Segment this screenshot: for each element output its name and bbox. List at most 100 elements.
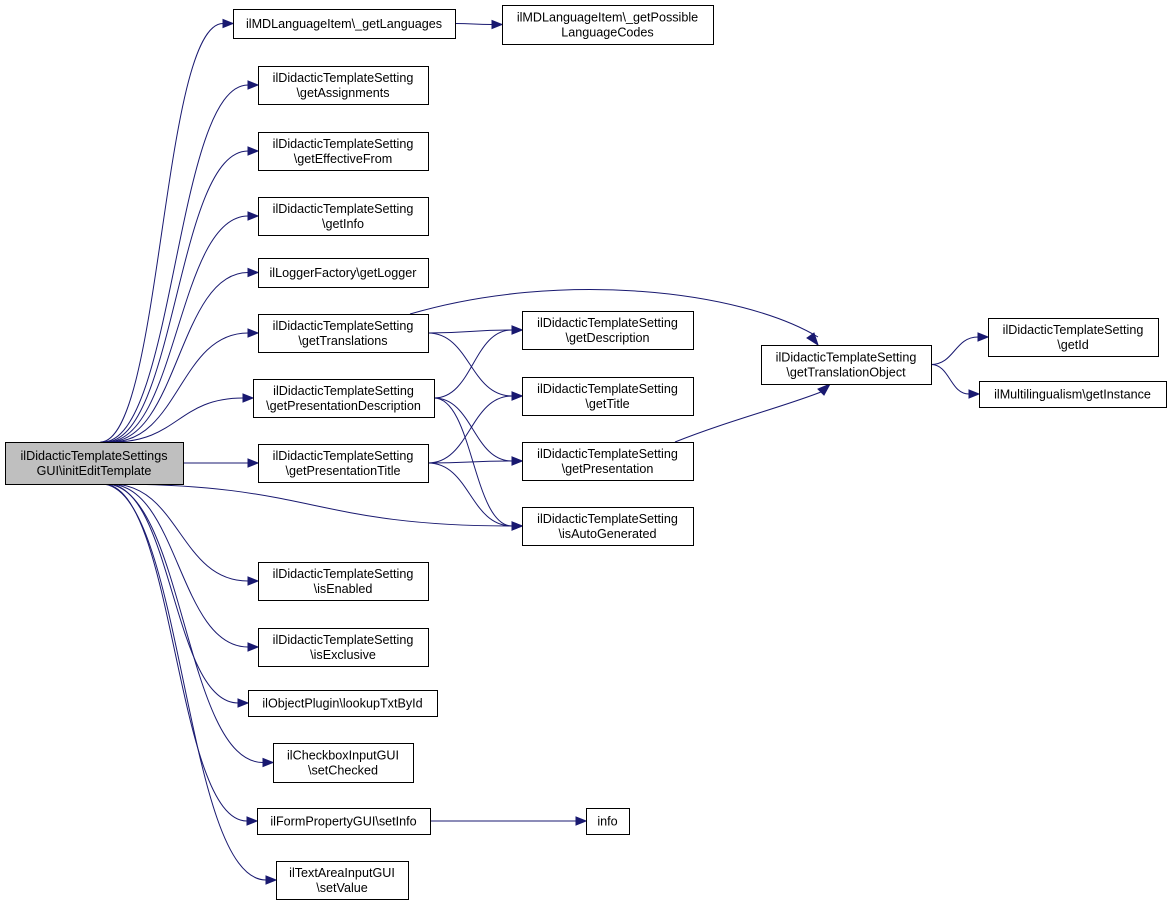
node-box [258,628,429,667]
edge-n20-n21 [930,336,979,365]
node-label: ilObjectPlugin\lookupTxtById [262,697,422,711]
node-n4[interactable]: ilDidacticTemplateSetting\getEffectiveFr… [258,132,429,171]
node-n5[interactable]: ilDidacticTemplateSetting\getInfo [258,197,429,236]
node-n9[interactable]: ilDidacticTemplateSetting\getPresentatio… [258,444,429,483]
arrowhead [265,875,278,885]
node-label: \setValue [316,881,368,895]
node-label: \setChecked [308,764,378,778]
edge-n18-n20 [674,389,827,443]
node-label: ilTextAreaInputGUI [289,866,395,880]
arrowhead [262,757,275,768]
node-n21[interactable]: ilDidacticTemplateSetting\getId [988,318,1159,357]
node-n17[interactable]: ilDidacticTemplateSetting\getTitle [522,377,694,416]
node-box [257,808,431,835]
node-n1[interactable]: ilMDLanguageItem\_getLanguages [233,9,456,39]
arrowhead [247,328,260,338]
node-label: \getId [1057,338,1089,352]
node-label: ilDidacticTemplateSetting [273,449,414,463]
node-label: \getPresentationDescription [266,399,421,413]
arrowhead [247,267,260,278]
node-n13[interactable]: ilCheckboxInputGUI\setChecked [273,743,414,783]
node-n7[interactable]: ilDidacticTemplateSetting\getTranslation… [258,314,429,353]
node-box [258,314,429,353]
edge-root-n8 [112,397,244,443]
node-box [502,5,714,45]
node-box [258,258,429,288]
node-box [233,9,456,39]
node-label: ilDidacticTemplateSetting [273,137,414,151]
edge-n9-n18 [427,460,513,464]
node-n10[interactable]: ilDidacticTemplateSetting\isEnabled [258,562,429,601]
node-label: ilDidacticTemplateSetting [537,316,678,330]
node-n23[interactable]: info [586,808,630,835]
node-label: ilDidacticTemplateSetting [273,71,414,85]
node-label: ilDidacticTemplateSetting [273,633,414,647]
node-label: ilCheckboxInputGUI [287,749,399,763]
arrowhead [511,521,524,531]
edge-n9-n19 [427,462,513,527]
node-box [248,690,438,717]
edge-root-n14 [103,483,248,822]
node-n8[interactable]: ilDidacticTemplateSetting\getPresentatio… [253,379,435,418]
edge-root-n13 [105,483,264,763]
arrowhead [511,456,524,466]
node-label: ilDidacticTemplateSetting [273,567,414,581]
node-label: \getEffectiveFrom [294,152,392,166]
edge-root-n12 [106,483,239,704]
node-n16[interactable]: ilDidacticTemplateSetting\getDescription [522,311,694,350]
node-label: LanguageCodes [561,26,653,40]
edge-root-n7 [110,332,249,443]
arrowhead [511,325,524,335]
nodes-layer: ilDidacticTemplateSettingsGUI\initEditTe… [5,5,1167,900]
arrowhead [968,389,981,399]
edge-root-n1 [100,23,224,443]
node-n3[interactable]: ilDidacticTemplateSetting\getAssignments [258,66,429,105]
node-n14[interactable]: ilFormPropertyGUI\setInfo [257,808,431,835]
node-n2[interactable]: ilMDLanguageItem\_getPossibleLanguageCod… [502,5,714,45]
arrowhead [247,576,260,586]
node-box [522,507,694,546]
node-label: \getAssignments [296,86,389,100]
node-n20[interactable]: ilDidacticTemplateSetting\getTranslation… [761,345,932,385]
node-box [761,345,932,385]
node-box [522,311,694,350]
edge-root-n15 [101,483,267,881]
node-label: \getTranslationObject [786,366,906,380]
node-n19[interactable]: ilDidacticTemplateSetting\isAutoGenerate… [522,507,694,546]
arrowhead [247,80,260,90]
node-box [522,442,694,481]
node-n15[interactable]: ilTextAreaInputGUI\setValue [276,861,409,900]
edge-n8-n16 [433,329,513,399]
node-label: \getPresentationTitle [285,464,400,478]
edge-n9-n17 [427,395,513,464]
node-n12[interactable]: ilObjectPlugin\lookupTxtById [248,690,438,717]
node-label: ilMultilingualism\getInstance [994,388,1151,402]
node-box [273,743,414,783]
node-box [522,377,694,416]
node-label: ilMDLanguageItem\_getPossible [517,11,698,25]
arrowhead [222,18,235,29]
edge-root-n6 [108,272,249,443]
node-label: ilDidacticTemplateSetting [273,384,414,398]
node-n11[interactable]: ilDidacticTemplateSetting\isExclusive [258,628,429,667]
node-n6[interactable]: ilLoggerFactory\getLogger [258,258,429,288]
edge-root-n19 [112,483,513,527]
node-box [258,562,429,601]
node-root[interactable]: ilDidacticTemplateSettingsGUI\initEditTe… [5,442,184,485]
arrowhead [575,816,588,826]
node-label: \getTranslations [298,334,387,348]
arrowhead [242,393,255,403]
node-label: \isAutoGenerated [558,527,656,541]
node-n22[interactable]: ilMultilingualism\getInstance [979,381,1167,408]
edge-n1-n2 [454,23,493,25]
node-label: ilDidacticTemplateSetting [273,319,414,333]
edge-n20-n22 [930,364,970,395]
node-box [258,444,429,483]
node-n18[interactable]: ilDidacticTemplateSetting\getPresentatio… [522,442,694,481]
node-label: \isEnabled [314,582,373,596]
node-label: GUI\initEditTemplate [37,464,152,478]
node-box [276,861,409,900]
arrowhead [247,458,260,468]
node-label: info [597,815,617,829]
